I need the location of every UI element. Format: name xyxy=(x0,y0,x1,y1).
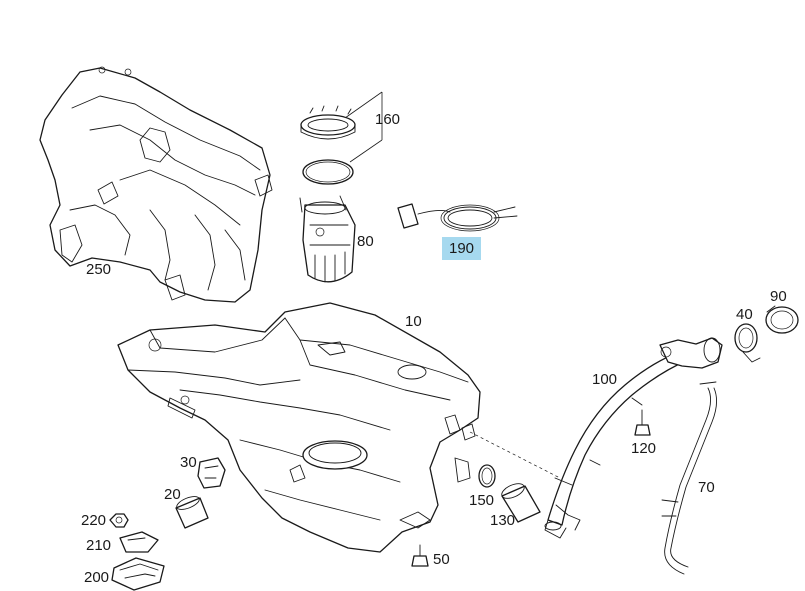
callout-70: 70 xyxy=(698,479,715,496)
callout-120: 120 xyxy=(631,440,657,457)
callout-10: 10 xyxy=(405,313,422,330)
part-20-filter xyxy=(175,496,209,529)
part-80-fuel-pump xyxy=(299,195,356,283)
callout-90: 90 xyxy=(770,288,787,305)
part-150-clamp xyxy=(478,464,496,488)
part-90-fuel-cap xyxy=(765,305,799,334)
part-210-bracket xyxy=(119,531,159,553)
callout-20: 20 xyxy=(164,486,181,503)
part-130-hose xyxy=(501,483,541,523)
callout-200: 200 xyxy=(84,569,110,586)
part-50-bolt xyxy=(411,544,429,567)
callout-30: 30 xyxy=(180,454,197,471)
callout-250: 250 xyxy=(86,261,112,278)
callout-100: 100 xyxy=(592,371,618,388)
assembly-dashed-line xyxy=(461,423,561,479)
part-160-seal xyxy=(302,159,354,185)
part-30-clamp xyxy=(197,457,226,489)
part-190-sender-wiring xyxy=(397,203,518,232)
callout-lines-160 xyxy=(344,91,383,163)
part-200-control-module xyxy=(111,557,165,591)
part-40-cap-ring xyxy=(734,323,761,363)
callout-40: 40 xyxy=(736,306,753,323)
callout-220: 220 xyxy=(81,512,107,529)
part-160-locking-ring xyxy=(300,105,356,140)
part-10-fuel-tank xyxy=(117,302,481,553)
part-120-bolt xyxy=(634,409,651,436)
callout-50: 50 xyxy=(433,551,450,568)
callout-160: 160 xyxy=(375,111,401,128)
callout-190-highlighted: 190 xyxy=(442,237,482,260)
part-70-vent-line xyxy=(661,381,717,575)
part-220-nut xyxy=(109,513,129,528)
callout-150: 150 xyxy=(469,492,495,509)
part-100-filler-neck xyxy=(544,337,723,539)
callout-80: 80 xyxy=(357,233,374,250)
callout-130: 130 xyxy=(490,512,516,529)
callout-210: 210 xyxy=(86,537,112,554)
part-250-tank-cover xyxy=(39,66,273,303)
